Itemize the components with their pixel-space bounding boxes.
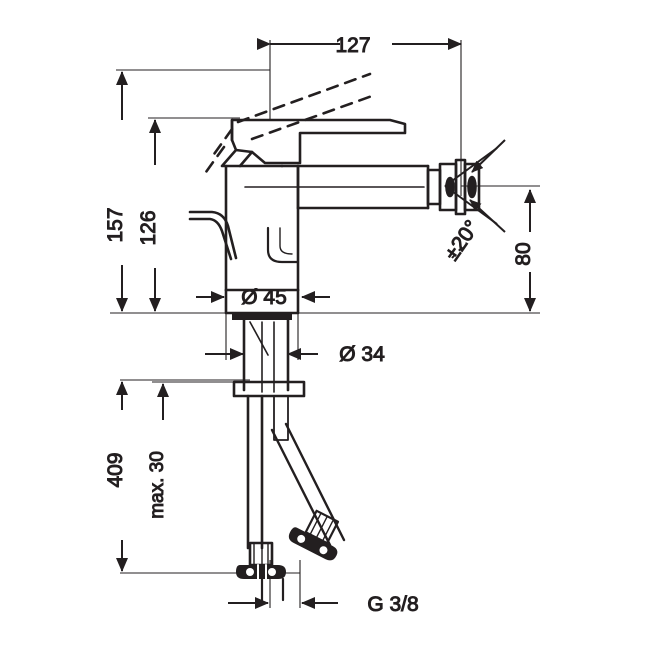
dimension-label-409: 409	[104, 452, 127, 487]
threaded-stud	[246, 394, 289, 550]
dimension-label-80: 80	[512, 242, 535, 265]
base-escutcheon	[224, 288, 300, 320]
dimension-label-127: 127	[335, 34, 370, 57]
dimension-label-157: 157	[104, 207, 127, 242]
popup-waste-lever	[188, 210, 238, 261]
dimension-label-dia-34: Ø 34	[339, 343, 385, 366]
dimension-label-swivel-angle: ±20°	[440, 216, 484, 265]
lever-handle	[220, 118, 407, 168]
faucet-body	[188, 72, 481, 602]
dimension-label-thread: G 3/8	[367, 593, 418, 616]
extension-lines	[110, 40, 540, 608]
flexible-hose-left	[236, 541, 286, 602]
mounting-shank	[242, 318, 290, 393]
spout	[244, 164, 430, 210]
mixer-body	[224, 164, 300, 292]
dimension-label-126: 126	[137, 210, 160, 245]
spout-elbow	[266, 226, 300, 264]
dimension-label-max-30: max. 30	[147, 451, 168, 519]
mounting-plate	[232, 380, 306, 398]
flexible-hose-right	[270, 422, 346, 561]
aerator	[426, 158, 481, 216]
lever-handle-open	[204, 72, 374, 174]
